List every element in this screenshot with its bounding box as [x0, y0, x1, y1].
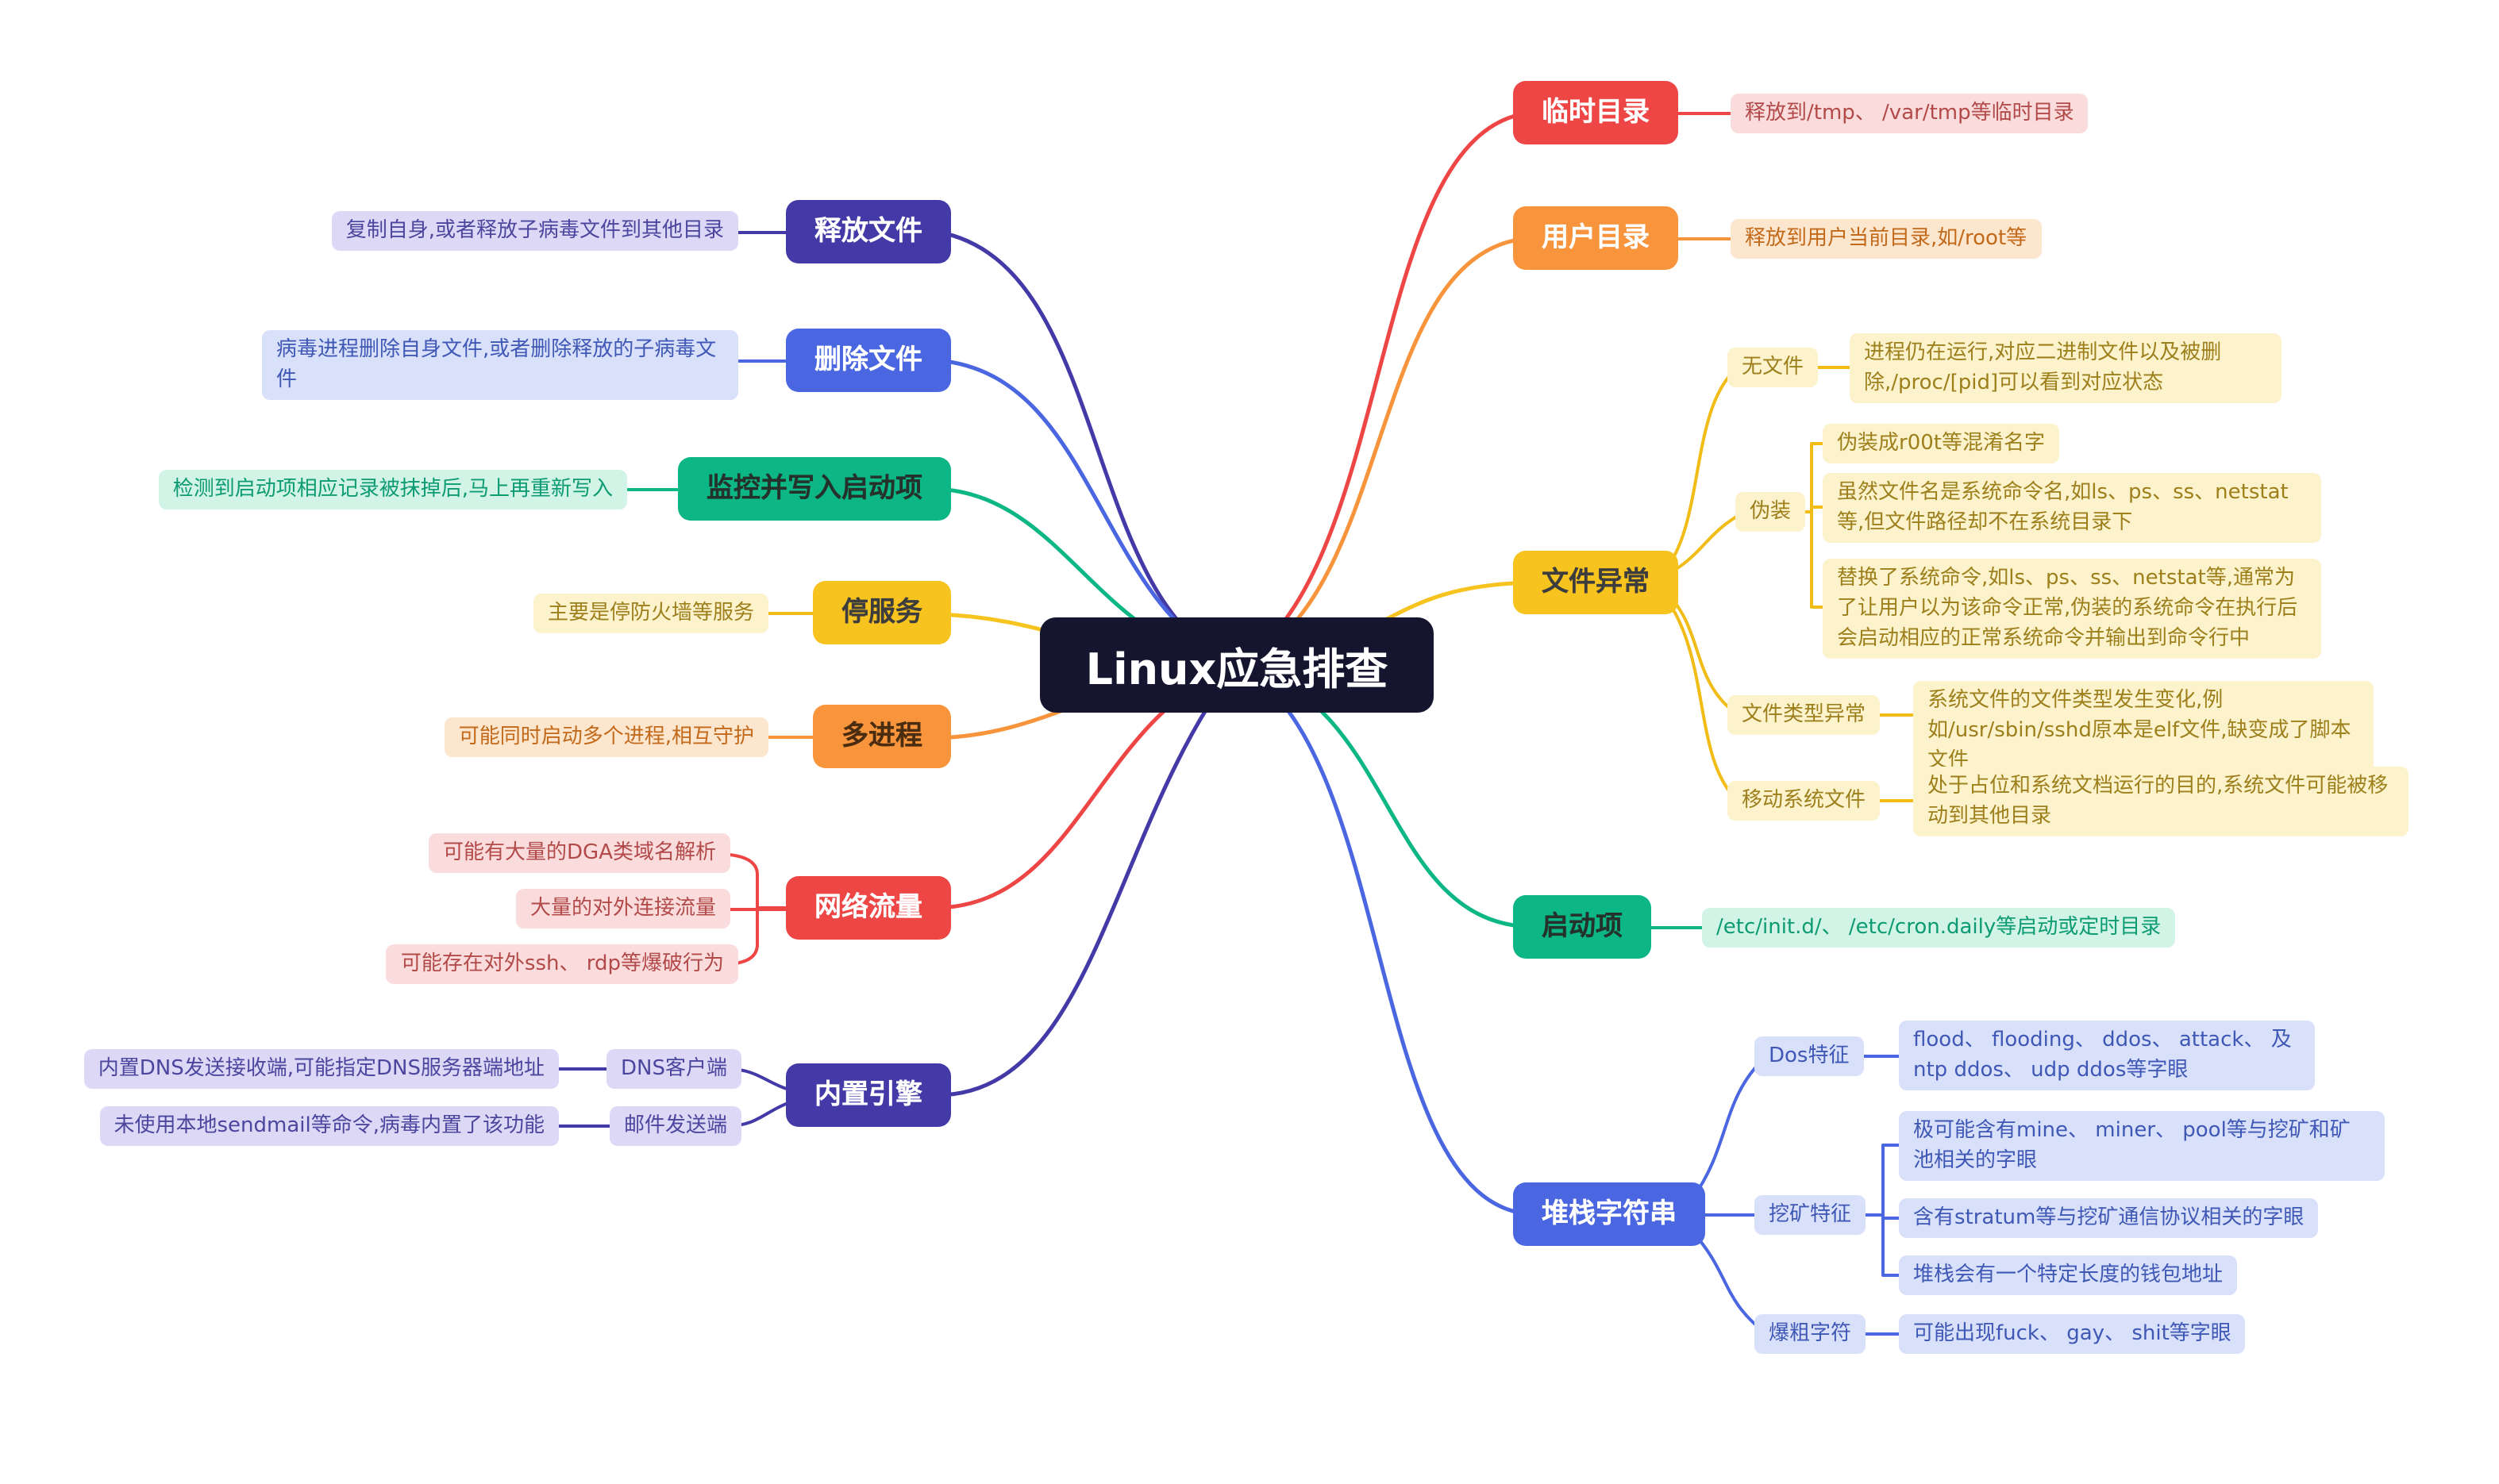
branch-user-dir[interactable]: 用户目录 — [1513, 206, 1678, 270]
branch-delete-file[interactable]: 删除文件 — [786, 329, 951, 392]
branch-temp-dir[interactable]: 临时目录 — [1513, 81, 1678, 144]
subtopic-mail-sender[interactable]: 邮件发送端 — [609, 1106, 741, 1146]
leaf-disguise-replaced-command[interactable]: 替换了系统命令,如ls、ps、ss、netstat等,通常为了让用户以为该命令正… — [1823, 559, 2321, 659]
leaf-user-dir[interactable]: 释放到用户当前目录,如/root等 — [1731, 219, 2042, 259]
leaf-network-traffic-outbound[interactable]: 大量的对外连接流量 — [515, 889, 730, 928]
branch-builtin-engine[interactable]: 内置引擎 — [786, 1063, 951, 1127]
leaf-stop-service[interactable]: 主要是停防火墙等服务 — [533, 594, 768, 633]
leaf-mining-stratum[interactable]: 含有stratum等与挖矿通信协议相关的字眼 — [1899, 1198, 2319, 1238]
branch-stop-service[interactable]: 停服务 — [813, 581, 951, 644]
branch-stack-strings[interactable]: 堆栈字符串 — [1513, 1182, 1705, 1246]
subtopic-dns-client[interactable]: DNS客户端 — [606, 1049, 741, 1089]
branch-monitor-rewrite-startup[interactable]: 监控并写入启动项 — [678, 457, 951, 521]
leaf-disguise-r00t[interactable]: 伪装成r00t等混淆名字 — [1823, 424, 2059, 463]
branch-startup-items[interactable]: 启动项 — [1513, 895, 1651, 959]
subtopic-dos-feature[interactable]: Dos特征 — [1754, 1036, 1864, 1076]
leaf-temp-dir[interactable]: 释放到/tmp、 /var/tmp等临时目录 — [1731, 94, 2089, 133]
leaf-mail-sender[interactable]: 未使用本地sendmail等命令,病毒内置了该功能 — [99, 1106, 559, 1146]
subtopic-disguise[interactable]: 伪装 — [1735, 492, 1806, 532]
leaf-profanity-strings[interactable]: 可能出现fuck、 gay、 shit等字眼 — [1899, 1314, 2246, 1354]
branch-file-anomaly[interactable]: 文件异常 — [1513, 551, 1678, 614]
leaf-network-traffic-dga[interactable]: 可能有大量的DGA类域名解析 — [429, 833, 730, 873]
leaf-mining-keywords[interactable]: 极可能含有mine、 miner、 pool等与挖矿和矿池相关的字眼 — [1899, 1111, 2385, 1181]
leaf-monitor-rewrite-startup[interactable]: 检测到启动项相应记录被抹掉后,马上再重新写入 — [158, 470, 627, 509]
leaf-multi-process[interactable]: 可能同时启动多个进程,相互守护 — [444, 717, 768, 757]
leaf-delete-file[interactable]: 病毒进程删除自身文件,或者删除释放的子病毒文件 — [262, 330, 738, 400]
subtopic-file-type-anomaly[interactable]: 文件类型异常 — [1727, 695, 1881, 735]
leaf-file-type-anomaly[interactable]: 系统文件的文件类型发生变化,例如/usr/sbin/sshd原本是elf文件,缺… — [1913, 681, 2374, 781]
leaf-disguise-name[interactable]: 虽然文件名是系统命令名,如ls、ps、ss、netstat等,但文件路径却不在系… — [1823, 473, 2321, 543]
leaf-network-traffic-bruteforce[interactable]: 可能存在对外ssh、 rdp等爆破行为 — [386, 944, 738, 984]
branch-release-file[interactable]: 释放文件 — [786, 200, 951, 263]
leaf-dns-client[interactable]: 内置DNS发送接收端,可能指定DNS服务器端地址 — [83, 1049, 559, 1089]
branch-multi-process[interactable]: 多进程 — [813, 705, 951, 768]
subtopic-profanity-strings[interactable]: 爆粗字符 — [1754, 1314, 1866, 1354]
branch-network-traffic[interactable]: 网络流量 — [786, 876, 951, 940]
subtopic-no-file[interactable]: 无文件 — [1727, 348, 1819, 387]
subtopic-mining-feature[interactable]: 挖矿特征 — [1754, 1195, 1866, 1235]
leaf-mining-wallet[interactable]: 堆栈会有一个特定长度的钱包地址 — [1899, 1255, 2238, 1295]
leaf-startup-items[interactable]: /etc/init.d/、 /etc/cron.daily等启动或定时目录 — [1702, 908, 2176, 948]
leaf-dos-feature[interactable]: flood、 flooding、 ddos、 attack、 及ntp ddos… — [1899, 1021, 2315, 1090]
leaf-move-system-file[interactable]: 处于占位和系统文档运行的目的,系统文件可能被移动到其他目录 — [1913, 767, 2409, 836]
subtopic-move-system-file[interactable]: 移动系统文件 — [1727, 781, 1881, 821]
leaf-no-file[interactable]: 进程仍在运行,对应二进制文件以及被删除,/proc/[pid]可以看到对应状态 — [1850, 333, 2281, 403]
leaf-release-file[interactable]: 复制自身,或者释放子病毒文件到其他目录 — [331, 211, 738, 251]
central-topic[interactable]: Linux应急排查 — [1040, 617, 1434, 713]
